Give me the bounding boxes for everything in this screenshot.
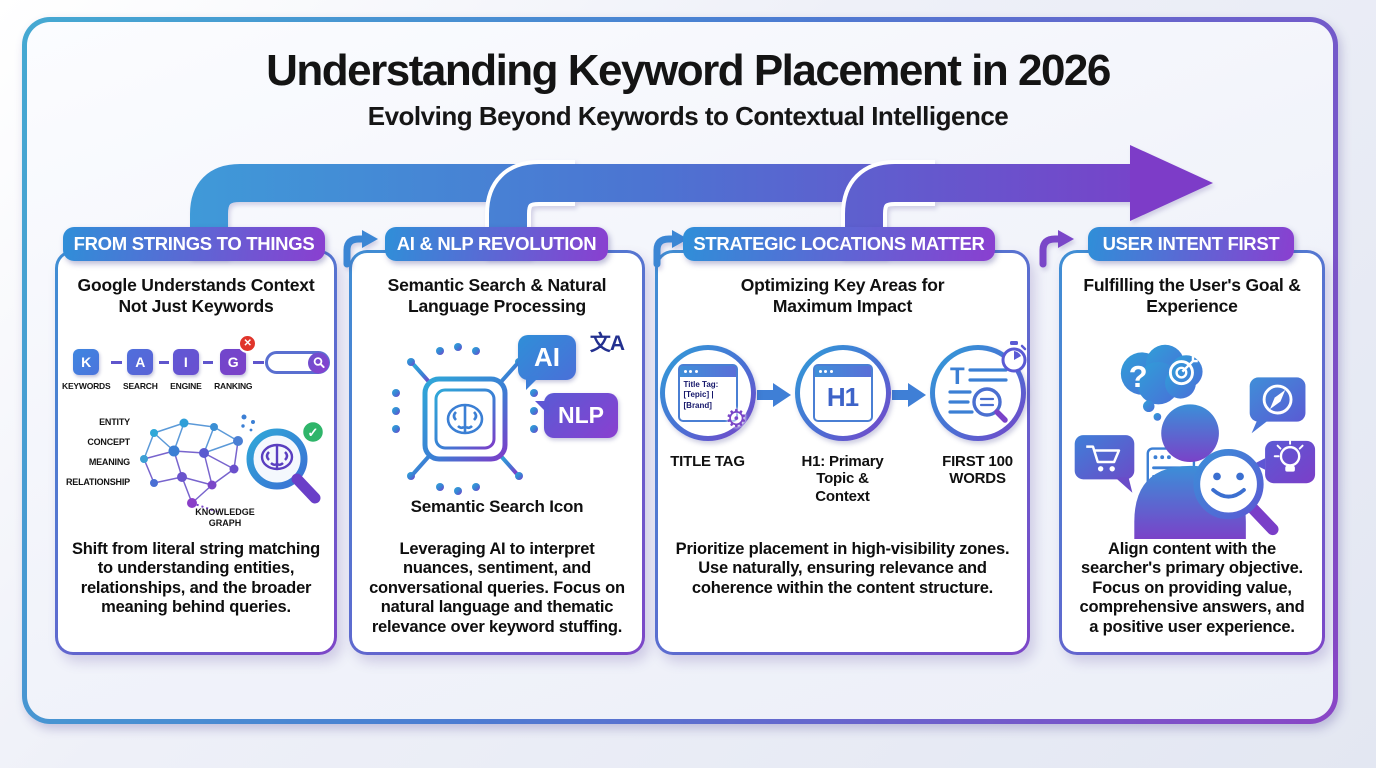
card1-description: Shift from literal string matching to un… bbox=[71, 540, 321, 617]
smiley-magnifier-icon bbox=[1193, 449, 1279, 536]
ai-speech-bubble: AI bbox=[518, 335, 576, 390]
search-bar-icon bbox=[264, 351, 330, 374]
card4-heading: Fulfilling the User's Goal & Experience bbox=[1083, 275, 1301, 316]
letter-tile-a: A bbox=[127, 349, 154, 375]
card-ai-nlp-revolution: Semantic Search & Natural Language Proce… bbox=[349, 250, 645, 655]
lightbulb-bubble-icon bbox=[1253, 439, 1316, 484]
card2-heading: Semantic Search & Natural Language Proce… bbox=[387, 275, 607, 316]
ai-chip-brain-icon bbox=[392, 343, 538, 495]
letter-tile-k: K bbox=[73, 349, 100, 375]
card-from-strings-to-things: Google Understands Context Not Just Keyw… bbox=[55, 250, 337, 655]
thought-cloud-icon: ? bbox=[1120, 344, 1203, 421]
svg-text:T: T bbox=[950, 363, 965, 390]
nlp-speech-bubble: NLP bbox=[535, 393, 618, 438]
card2-description: Leveraging AI to interpret nuances, sent… bbox=[369, 540, 625, 636]
gear-icon: ⚙ bbox=[725, 405, 748, 433]
step-arrow-icon bbox=[757, 383, 791, 407]
graph-labels: ENTITY CONCEPT MEANING RELATIONSHIP bbox=[66, 417, 130, 487]
string-match-diagram: K KEYWORDS A SEARCH I ENGINE G ✕ bbox=[62, 334, 330, 391]
card1-heading: Google Understands Context Not Just Keyw… bbox=[77, 275, 315, 316]
page-title: Understanding Keyword Placement in 2026 bbox=[266, 46, 1111, 95]
network-graph-icon bbox=[140, 414, 255, 513]
dashed-connector bbox=[111, 361, 122, 364]
badge-user-intent-first: USER INTENT FIRST bbox=[1088, 227, 1294, 261]
letter-tile-g: G ✕ bbox=[220, 334, 258, 375]
card-strategic-locations: Optimizing Key Areas for Maximum Impact … bbox=[655, 250, 1030, 655]
card3-description: Prioritize placement in high-visibility … bbox=[675, 540, 1010, 597]
cart-bubble-icon bbox=[1074, 435, 1135, 493]
semantic-search-illustration: AI NLP 文A bbox=[352, 331, 642, 501]
page-subtitle: Evolving Beyond Keywords to Contextual I… bbox=[367, 101, 1009, 131]
translate-icon: 文A bbox=[589, 332, 625, 355]
semantic-icon-caption: Semantic Search Icon bbox=[410, 497, 584, 516]
step-first-100-words: T bbox=[928, 341, 1027, 488]
badge-from-strings-to-things: FROM STRINGS TO THINGS bbox=[63, 227, 325, 261]
question-icon: ? bbox=[1129, 359, 1148, 394]
badge-ai-nlp-revolution: AI & NLP REVOLUTION bbox=[385, 227, 608, 261]
check-icon: ✓ bbox=[308, 425, 319, 440]
step-h1: H1 H1: Primary Topic & Context bbox=[793, 345, 892, 505]
search-icon bbox=[308, 352, 329, 373]
step-arrow-icon bbox=[892, 383, 926, 407]
target-icon bbox=[1168, 356, 1198, 386]
card-user-intent-first: Fulfilling the User's Goal & Experience bbox=[1059, 250, 1325, 655]
browser-window-h1-icon: H1 bbox=[812, 364, 873, 422]
knowledge-graph-label: KNOWLEDGE GRAPH bbox=[195, 507, 255, 529]
error-cross-icon: ✕ bbox=[238, 334, 258, 353]
text-magnifier-icon: T bbox=[947, 363, 1008, 423]
stopwatch-icon bbox=[1001, 341, 1026, 373]
compass-bubble-icon bbox=[1249, 377, 1306, 434]
badge-strategic-locations: STRATEGIC LOCATIONS MATTER bbox=[683, 227, 995, 261]
browser-window-icon: Title Tag: [Tepic] | [Brand] ⚙ bbox=[677, 364, 748, 432]
letter-tile-i: I bbox=[172, 349, 199, 375]
knowledge-graph-diagram: ENTITY CONCEPT MEANING RELATIONSHIP bbox=[64, 411, 328, 531]
user-intent-illustration: ? bbox=[1074, 344, 1316, 539]
step-title-tag: Title Tag: [Tepic] | [Brand] ⚙ TITLE TAG bbox=[658, 345, 757, 470]
placement-steps: Title Tag: [Tepic] | [Brand] ⚙ TITLE TAG bbox=[658, 341, 1027, 505]
brain-magnifier-icon: ✓ bbox=[246, 419, 326, 504]
card3-heading: Optimizing Key Areas for Maximum Impact bbox=[740, 275, 945, 316]
card4-description: Align content with the searcher's primar… bbox=[1079, 540, 1305, 636]
